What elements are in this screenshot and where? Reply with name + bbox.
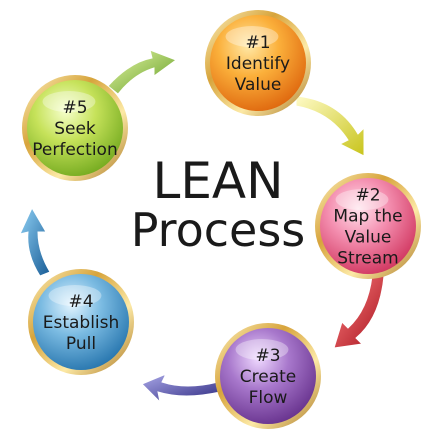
arrow-4-to-5 (19, 206, 51, 277)
step-5-label-line: Perfection (32, 140, 117, 160)
step-2-sphere (320, 178, 416, 274)
step-1-label-line: Identify (226, 54, 290, 74)
step-1-number: #1 (245, 33, 270, 53)
step-4-sphere (33, 274, 129, 370)
step-5-label-line: Seek (54, 119, 96, 139)
step-3-label-line: Create (240, 367, 297, 387)
step-3-sphere (220, 328, 316, 424)
step-1-highlight (225, 26, 279, 48)
step-2-highlight (335, 189, 389, 211)
step-1-label-line: Value (235, 75, 282, 95)
step-4-highlight (48, 285, 102, 307)
step-5-number: #5 (62, 98, 87, 118)
title-line-1: LEAN (152, 152, 283, 210)
step-2-number: #2 (355, 186, 380, 206)
step-4-label-line: Pull (66, 334, 96, 354)
step-2-label-line: Map the (333, 207, 402, 227)
step-3-number: #3 (255, 346, 280, 366)
step-4-label-line: Establish (43, 313, 120, 333)
arrows-layer (19, 49, 385, 404)
step-2-label-line: Stream (337, 249, 399, 269)
step-2-label-line: Value (345, 228, 392, 248)
arrow-2-to-3 (333, 275, 385, 349)
title-line-2: Process (131, 203, 306, 257)
arrow-1-to-2 (295, 95, 365, 157)
step-3-label-line: Flow (249, 388, 288, 408)
arrow-5-to-1 (107, 49, 178, 95)
step-4-number: #4 (68, 292, 93, 312)
step-5-sphere (27, 80, 123, 176)
step-3-highlight (235, 339, 289, 361)
step-1-sphere (210, 15, 306, 111)
arrow-3-to-4 (141, 373, 221, 404)
step-5-highlight (42, 91, 96, 113)
